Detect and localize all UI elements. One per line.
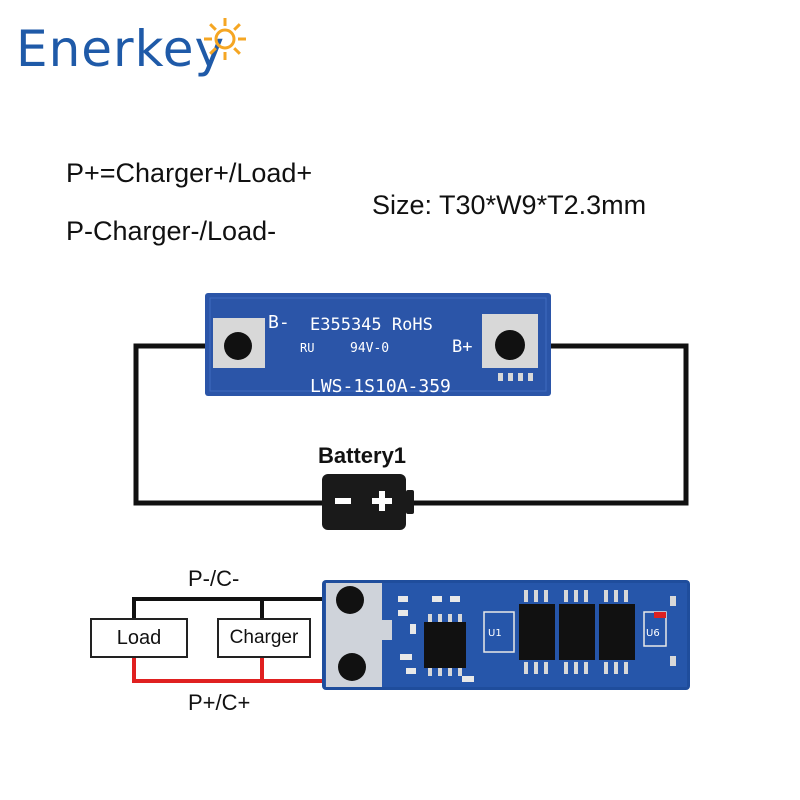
board-b-minus: B- — [268, 312, 290, 333]
p-minus-label: P-/C- — [188, 566, 240, 591]
battery-icon — [322, 474, 414, 530]
p-plus-solder — [338, 653, 366, 681]
board-marking: E355345 RoHS — [310, 315, 433, 335]
bottom-pcb-board: U1 U6 — [322, 580, 690, 690]
board-ul-mark: RU — [300, 341, 314, 355]
bottom-wires — [132, 597, 350, 683]
board-model: LWS-1S10A-359 — [310, 376, 451, 397]
p-minus-solder — [336, 586, 364, 614]
p-plus-label: P+/C+ — [188, 690, 251, 715]
sun-icon — [204, 18, 246, 60]
load-box: Load — [90, 618, 188, 658]
board-flammability: 94V-0 — [350, 341, 389, 356]
charger-box: Charger — [217, 618, 311, 658]
board-b-plus: B+ — [452, 337, 472, 357]
b-minus-solder — [224, 332, 252, 360]
battery-label: Battery1 — [318, 443, 407, 468]
b-plus-solder — [495, 330, 525, 360]
top-pcb-board: B- E355345 RoHS RU 94V-0 B+ LWS-1S10A-35… — [205, 293, 551, 397]
size-label: Size: T30*W9*T2.3mm — [372, 190, 647, 220]
note-p-minus: P-Charger-/Load- — [66, 216, 277, 246]
top-circuit-wires — [133, 343, 689, 506]
note-p-plus: P+=Charger+/Load+ — [66, 158, 313, 188]
brand-logo: Enerkey — [16, 20, 226, 78]
chip-u6: U6 — [646, 628, 660, 639]
chip-u1: U1 — [488, 628, 502, 639]
